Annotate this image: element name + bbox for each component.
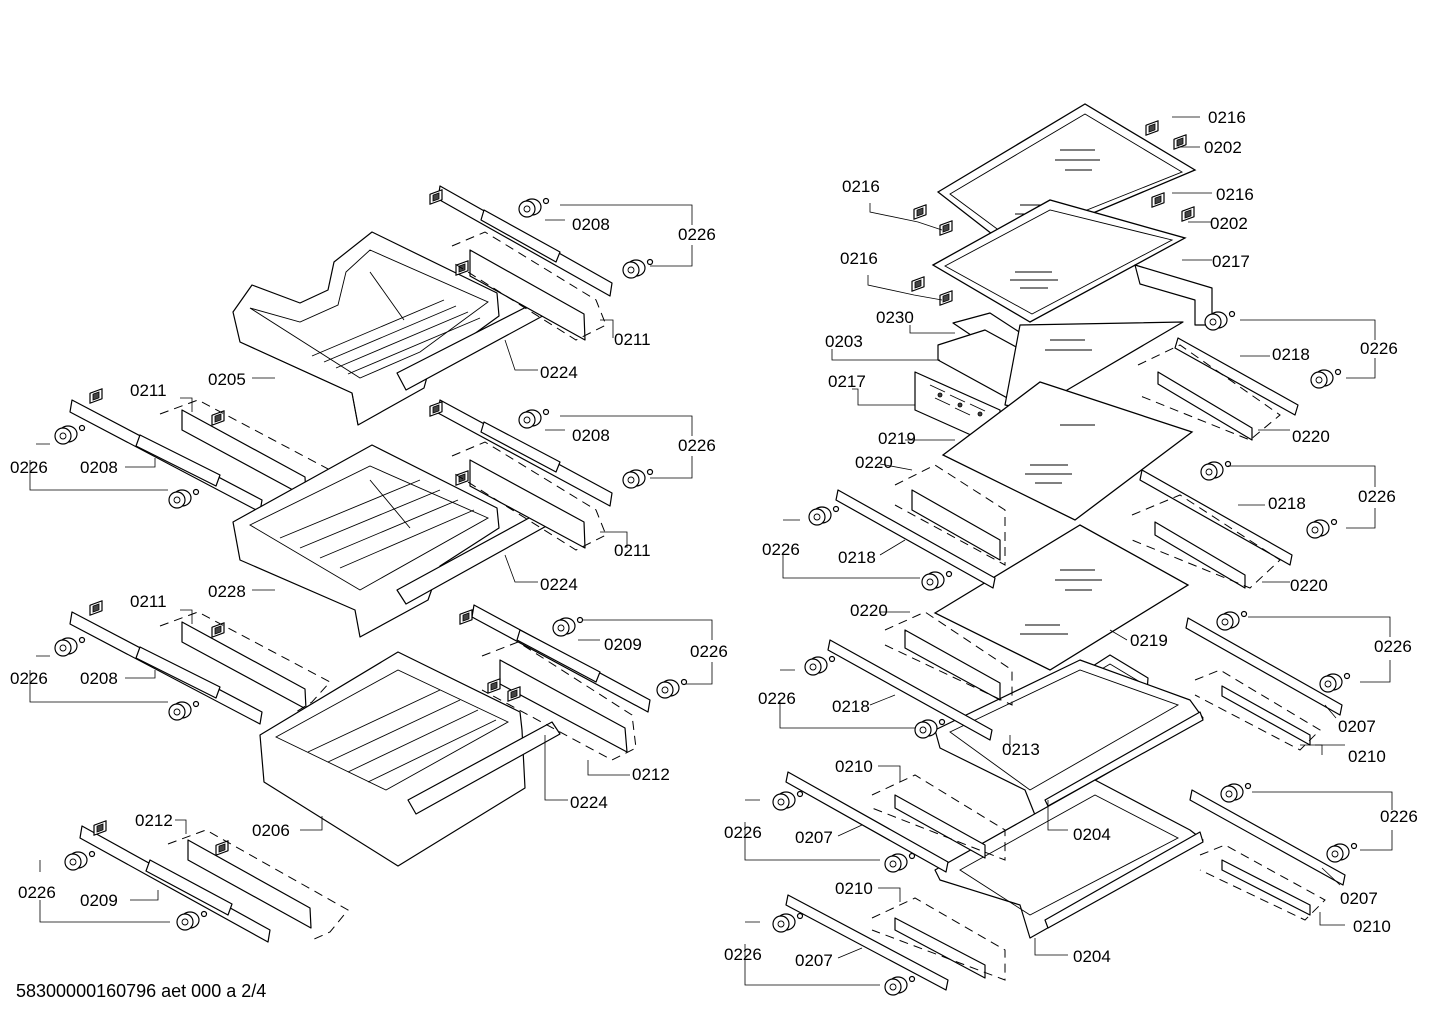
rail-0208-left-a bbox=[54, 388, 331, 513]
label: 0224 bbox=[570, 793, 608, 812]
label: 0212 bbox=[632, 765, 670, 784]
label: 0207 bbox=[795, 951, 833, 970]
label: 0226 bbox=[10, 669, 48, 688]
label: 0210 bbox=[835, 879, 873, 898]
label: 0213 bbox=[1002, 740, 1040, 759]
glass-shelf-0202-a bbox=[936, 103, 1197, 249]
leader-lines bbox=[29, 116, 1393, 986]
part-labels-left: 0208 0226 0211 0224 0205 0211 0226 0208 … bbox=[10, 215, 728, 910]
rails-right bbox=[1131, 337, 1358, 921]
label: 0217 bbox=[828, 372, 866, 391]
label: 0226 bbox=[10, 458, 48, 477]
drawer-0206 bbox=[259, 651, 561, 867]
right-assembly bbox=[772, 103, 1358, 996]
label: 0208 bbox=[80, 458, 118, 477]
label: 0206 bbox=[252, 821, 290, 840]
label: 0210 bbox=[1348, 747, 1386, 766]
label: 0208 bbox=[572, 215, 610, 234]
label: 0220 bbox=[850, 601, 888, 620]
label: 0208 bbox=[572, 426, 610, 445]
rail-0208-upper-b bbox=[429, 399, 654, 551]
label: 0202 bbox=[1210, 214, 1248, 233]
label: 0204 bbox=[1073, 947, 1111, 966]
label: 0207 bbox=[795, 828, 833, 847]
label: 0219 bbox=[878, 429, 916, 448]
label: 0207 bbox=[1338, 717, 1376, 736]
label: 0226 bbox=[1360, 339, 1398, 358]
glass-shelf-0219-a bbox=[941, 381, 1194, 521]
label: 0205 bbox=[208, 370, 246, 389]
glass-shelf-0219-b bbox=[933, 524, 1190, 671]
label: 0217 bbox=[1212, 252, 1250, 271]
label: 0226 bbox=[18, 883, 56, 902]
label: 0219 bbox=[1130, 631, 1168, 650]
label: 0211 bbox=[130, 592, 167, 611]
label: 0210 bbox=[1353, 917, 1391, 936]
label: 0226 bbox=[678, 436, 716, 455]
label: 0211 bbox=[130, 381, 167, 400]
rail-0209-upper bbox=[459, 604, 688, 761]
label: 0226 bbox=[1380, 807, 1418, 826]
label: 0220 bbox=[1292, 427, 1330, 446]
label: 0216 bbox=[1208, 108, 1246, 127]
label: 0208 bbox=[80, 669, 118, 688]
label: 0216 bbox=[1216, 185, 1254, 204]
drawer-0228 bbox=[232, 444, 551, 638]
label: 0228 bbox=[208, 582, 246, 601]
rail-0208-upper bbox=[429, 185, 654, 341]
label: 0226 bbox=[690, 642, 728, 661]
label: 0209 bbox=[604, 635, 642, 654]
drawer-0204-a bbox=[934, 659, 1204, 816]
label: 0218 bbox=[1268, 494, 1306, 513]
drawer-0204-b bbox=[934, 779, 1204, 939]
label: 0220 bbox=[855, 453, 893, 472]
label: 0226 bbox=[1358, 487, 1396, 506]
label: 0224 bbox=[540, 363, 578, 382]
label: 0202 bbox=[1204, 138, 1242, 157]
part-labels-right: 0216 0202 0216 0202 0217 0216 0216 0230 … bbox=[724, 108, 1418, 970]
drawer-0205 bbox=[232, 231, 551, 426]
drawing-reference-code: 58300000160796 aet 000 a 2/4 bbox=[16, 981, 267, 1001]
label: 0218 bbox=[838, 548, 876, 567]
label: 0226 bbox=[1374, 637, 1412, 656]
label: 0220 bbox=[1290, 576, 1328, 595]
label: 0207 bbox=[1340, 889, 1378, 908]
rails-right-left bbox=[772, 464, 1013, 996]
rail-0209-left bbox=[64, 820, 349, 943]
label: 0226 bbox=[762, 540, 800, 559]
label: 0211 bbox=[614, 330, 651, 349]
label: 0211 bbox=[614, 541, 651, 560]
label: 0203 bbox=[825, 332, 863, 351]
glass-shelf-0202-b bbox=[931, 199, 1236, 331]
label: 0226 bbox=[678, 225, 716, 244]
label: 0226 bbox=[724, 823, 762, 842]
label: 0210 bbox=[835, 757, 873, 776]
label: 0218 bbox=[832, 697, 870, 716]
label: 0224 bbox=[540, 575, 578, 594]
rail-0208-left-b bbox=[54, 600, 331, 725]
label: 0209 bbox=[80, 891, 118, 910]
label: 0212 bbox=[135, 811, 173, 830]
label: 0216 bbox=[842, 177, 880, 196]
label: 0204 bbox=[1073, 825, 1111, 844]
label: 0218 bbox=[1272, 345, 1310, 364]
label: 0216 bbox=[840, 249, 878, 268]
label: 0226 bbox=[758, 689, 796, 708]
left-assembly bbox=[54, 185, 688, 943]
label: 0226 bbox=[724, 945, 762, 964]
label: 0230 bbox=[876, 308, 914, 327]
